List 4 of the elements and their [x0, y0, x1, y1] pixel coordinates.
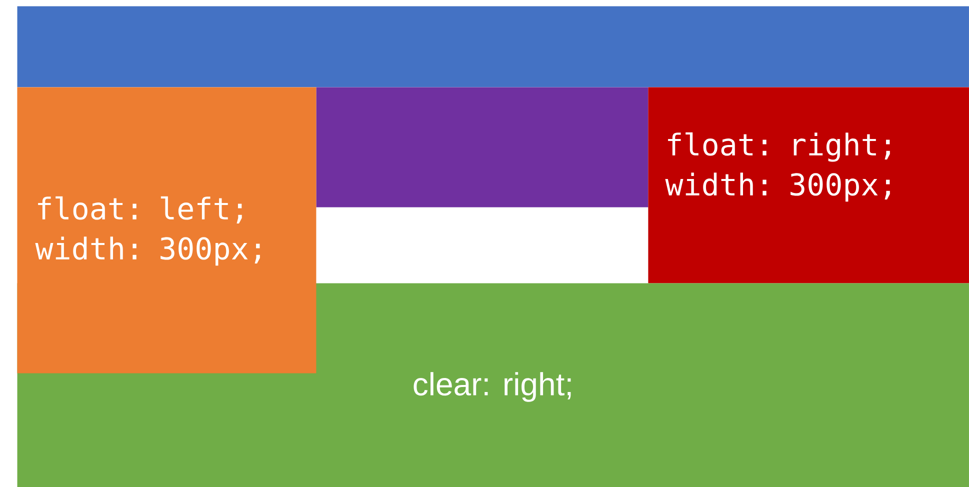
layout-box: float: right; width: 300px;	[648, 87, 969, 284]
layout-box	[316, 87, 648, 208]
layout-box	[17, 6, 969, 88]
layout-box: float: left; width: 300px;	[17, 87, 316, 374]
